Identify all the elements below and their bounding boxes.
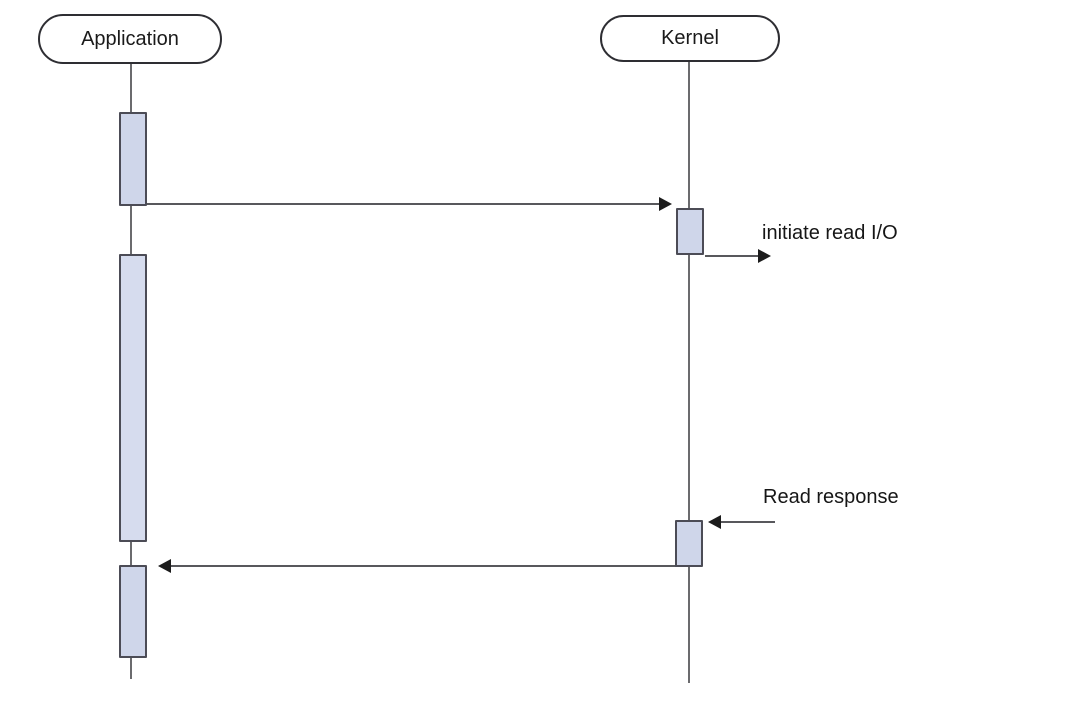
kernel-lifeline [688, 62, 690, 683]
arrowhead-right-icon [758, 249, 771, 263]
arrow-line [169, 565, 677, 567]
arrow-line [719, 521, 775, 523]
arrowhead-right-icon [659, 197, 672, 211]
kernel-activation-2 [675, 520, 703, 567]
application-activation-1 [119, 112, 147, 206]
application-activation-2 [119, 254, 147, 542]
actor-application: Application [38, 14, 222, 64]
arrow-line [147, 203, 661, 205]
application-activation-3 [119, 565, 147, 658]
initiate-read-io-label: initiate read I/O [762, 222, 898, 244]
arrow-line [705, 255, 760, 257]
actor-kernel: Kernel [600, 15, 780, 62]
call-arrow-application-to-kernel [147, 196, 672, 212]
arrowhead-left-icon [708, 515, 721, 529]
actor-application-label: Application [81, 27, 179, 50]
read-response-arrow [708, 514, 775, 530]
read-response-label: Read response [763, 486, 899, 508]
initiate-read-io-arrow [705, 248, 771, 264]
arrowhead-left-icon [158, 559, 171, 573]
return-arrow-kernel-to-application [158, 558, 677, 574]
actor-kernel-label: Kernel [661, 27, 719, 49]
kernel-activation-1 [676, 208, 704, 255]
